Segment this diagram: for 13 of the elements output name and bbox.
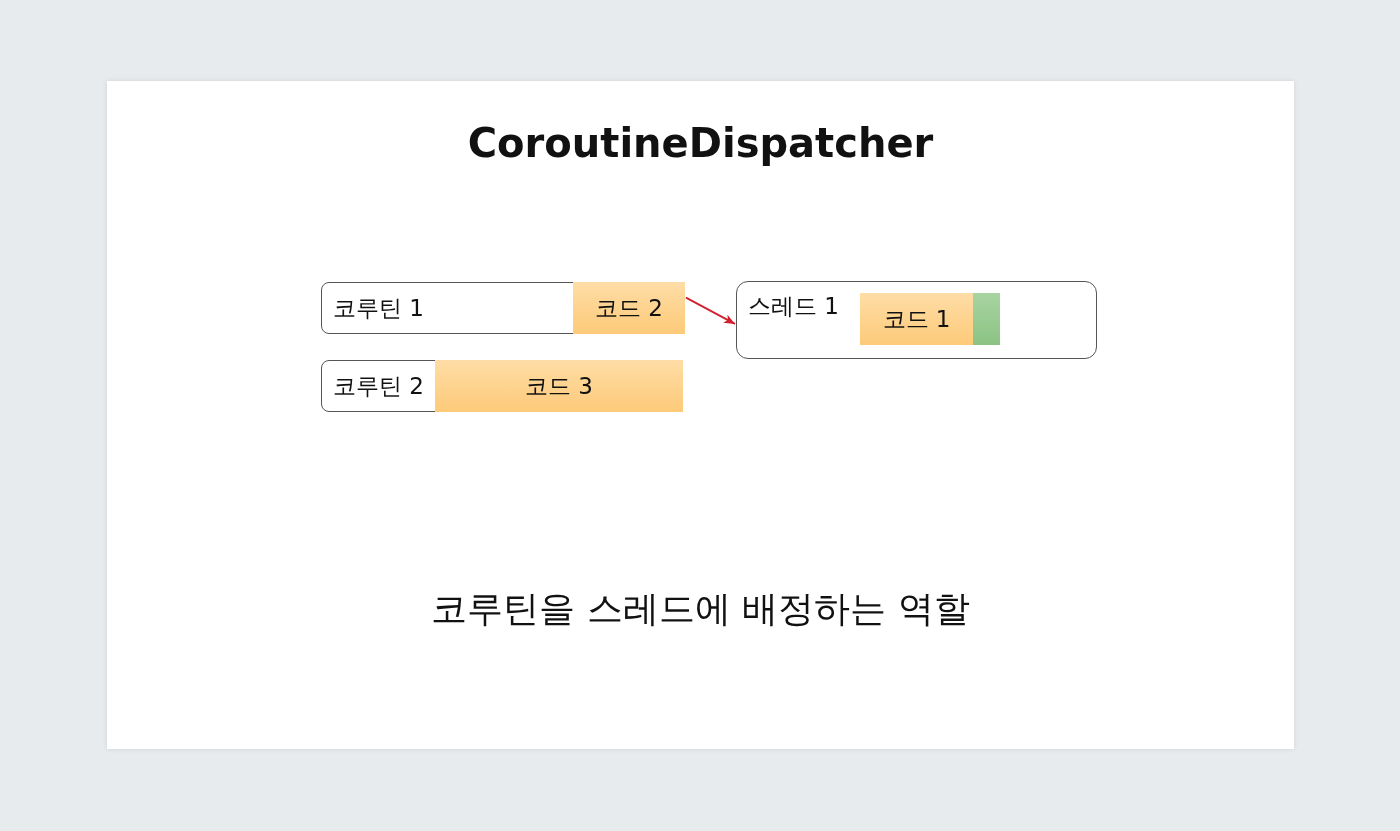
rounded-box bbox=[321, 282, 685, 334]
box-label: 코루틴 1 bbox=[333, 294, 424, 322]
code-block: 코드 1 bbox=[860, 293, 973, 345]
title: CoroutineDispatcher bbox=[467, 119, 934, 167]
code-block: 코드 3 bbox=[435, 360, 683, 412]
code-block: 코드 2 bbox=[573, 282, 685, 334]
box-label: 코루틴 2 bbox=[333, 372, 424, 400]
caption: 코루틴을 스레드에 배정하는 역할 bbox=[431, 587, 970, 631]
arrow bbox=[685, 296, 736, 325]
box-label: 스레드 1 bbox=[748, 292, 839, 320]
rounded-box bbox=[321, 360, 683, 412]
rounded-box bbox=[736, 281, 1097, 359]
bar-segment bbox=[973, 293, 1000, 345]
